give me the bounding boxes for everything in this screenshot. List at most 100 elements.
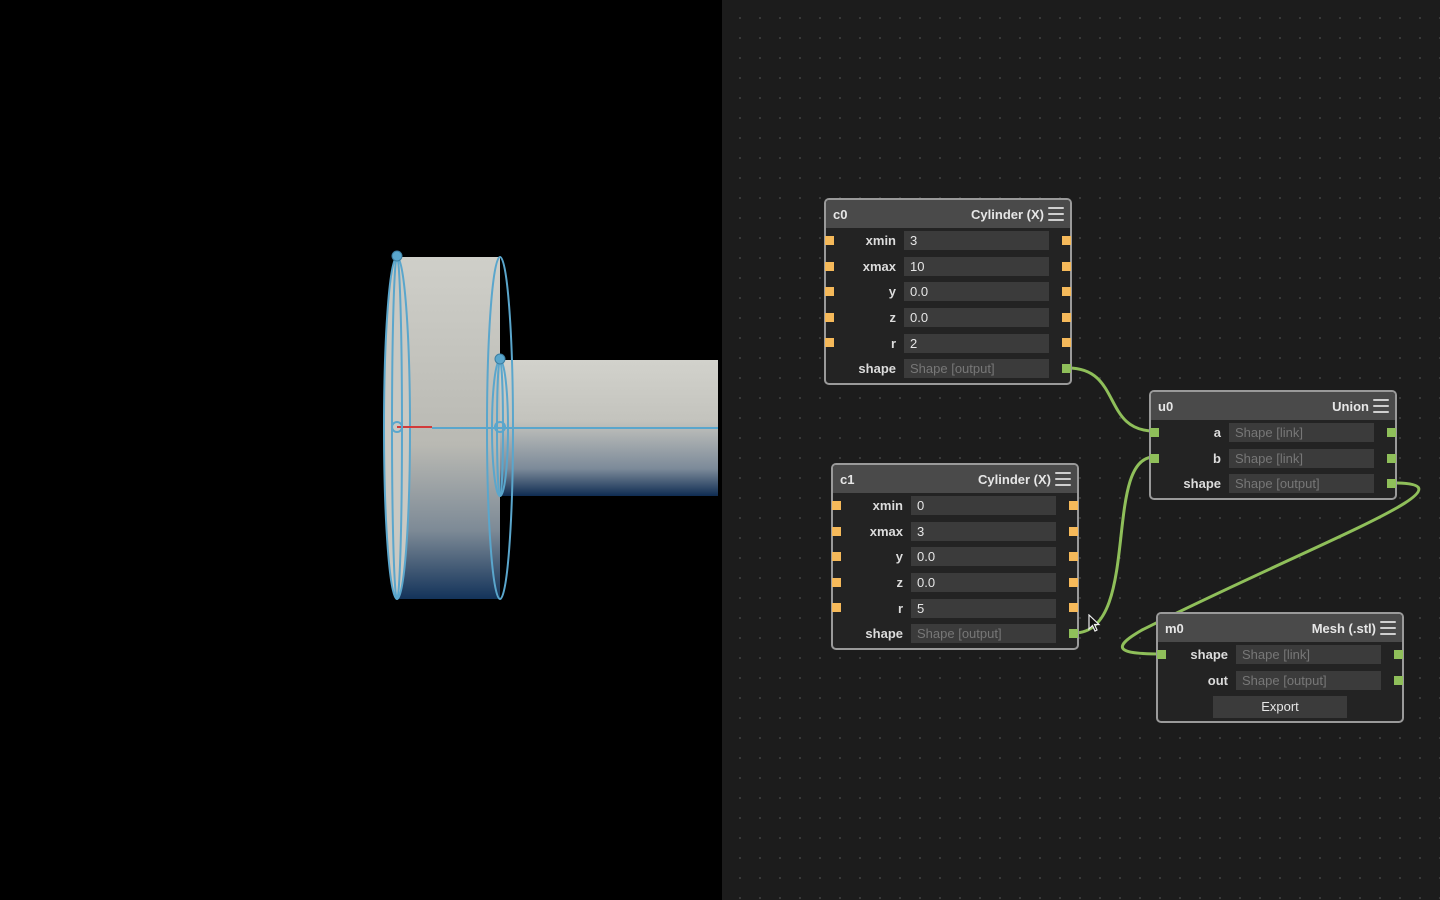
param-value-field[interactable]: 3 [904, 231, 1049, 251]
export-row: Export [1158, 693, 1402, 720]
param-row-a: a Shape [link] [1150, 420, 1396, 446]
input-port[interactable] [832, 603, 841, 613]
output-port[interactable] [1062, 261, 1071, 271]
shape-input-port[interactable] [1150, 453, 1159, 463]
param-row-shape: shape Shape [output] [833, 621, 1078, 647]
input-port[interactable] [825, 261, 834, 271]
shape-output-field: Shape [output] [911, 624, 1056, 644]
node-type: Cylinder (X) [971, 206, 1044, 222]
param-value-field[interactable]: 0.0 [911, 547, 1056, 567]
mouse-pointer-icon [1088, 614, 1101, 632]
param-label: xmax [869, 523, 903, 539]
param-row-xmin: xmin 3 [825, 228, 1071, 254]
shape-output-port[interactable] [1387, 428, 1396, 437]
shape-output-port[interactable] [1387, 479, 1396, 489]
output-port[interactable] [1069, 552, 1078, 562]
shape-link-field: Shape [link] [1229, 423, 1374, 443]
shape-input-port[interactable] [1157, 650, 1166, 659]
output-port[interactable] [1062, 338, 1071, 348]
param-value-field[interactable]: 3 [911, 521, 1056, 541]
output-port[interactable] [1062, 287, 1071, 297]
node-c0[interactable]: c0 Cylinder (X) xmin 3 xmax 10 y 0.0 [824, 198, 1072, 385]
node-header[interactable]: u0 Union [1151, 392, 1395, 420]
menu-icon[interactable] [1373, 399, 1389, 413]
radius-handle-large[interactable] [391, 250, 403, 262]
radius-handle-small[interactable] [494, 353, 506, 365]
param-value-field[interactable]: 0.0 [904, 282, 1049, 302]
input-port[interactable] [832, 526, 841, 536]
param-value-field[interactable]: 0.0 [904, 308, 1049, 328]
shape-input-port[interactable] [1150, 428, 1159, 437]
param-row-shape: shape Shape [output] [826, 356, 1071, 382]
param-value-field[interactable]: 10 [904, 256, 1049, 276]
param-row-r: r 5 [832, 595, 1078, 621]
wire-c0-shape-to-u0-a [1067, 366, 1155, 433]
shape-output-port[interactable] [1394, 650, 1403, 659]
input-port[interactable] [832, 577, 841, 587]
node-header[interactable]: m0 Mesh (.stl) [1158, 614, 1402, 642]
param-value-field[interactable]: 2 [904, 333, 1049, 353]
param-row-shape: shape Shape [output] [1151, 471, 1396, 497]
node-header[interactable]: c1 Cylinder (X) [833, 465, 1077, 493]
output-port[interactable] [1069, 603, 1078, 613]
output-port[interactable] [1069, 577, 1078, 587]
param-row-out: out Shape [output] [1158, 668, 1403, 694]
output-port[interactable] [1062, 312, 1071, 322]
param-label: shape [865, 626, 903, 642]
node-type: Cylinder (X) [978, 471, 1051, 487]
menu-icon[interactable] [1048, 207, 1064, 221]
param-value-field[interactable]: 0 [911, 496, 1056, 516]
node-header[interactable]: c0 Cylinder (X) [826, 200, 1070, 228]
param-label: shape [1190, 647, 1228, 663]
param-label: shape [858, 361, 896, 377]
input-port[interactable] [825, 312, 834, 322]
shape-output-field: Shape [output] [904, 359, 1049, 379]
input-port[interactable] [825, 236, 834, 245]
param-row-y: y 0.0 [832, 544, 1078, 570]
shape-output-field: Shape [output] [1229, 474, 1374, 494]
node-m0[interactable]: m0 Mesh (.stl) shape Shape [link] out Sh… [1156, 612, 1404, 724]
param-row-z: z 0.0 [825, 305, 1071, 331]
param-row-r: r 2 [825, 330, 1071, 356]
input-port[interactable] [825, 338, 834, 348]
origin-handle-small[interactable] [494, 421, 506, 433]
shape-output-port[interactable] [1394, 675, 1403, 685]
menu-icon[interactable] [1380, 621, 1396, 635]
input-port[interactable] [832, 552, 841, 562]
shape-output-field: Shape [output] [1236, 670, 1381, 690]
param-value-field[interactable]: 5 [911, 598, 1056, 618]
param-row-z: z 0.0 [832, 570, 1078, 596]
output-port[interactable] [1069, 526, 1078, 536]
node-id: m0 [1165, 620, 1184, 636]
origin-handle-large[interactable] [391, 421, 403, 433]
viewport-render [383, 250, 718, 600]
export-button[interactable]: Export [1213, 695, 1347, 718]
node-u0[interactable]: u0 Union a Shape [link] b Shape [link] s… [1149, 390, 1397, 500]
param-row-xmax: xmax 3 [832, 519, 1078, 545]
param-label: b [1213, 450, 1221, 466]
param-label: y [895, 549, 903, 565]
param-label: r [897, 600, 903, 616]
wire-c1-shape-to-u0-b [1073, 455, 1155, 635]
shape-output-port[interactable] [1069, 628, 1078, 638]
node-graph-canvas[interactable]: c0 Cylinder (X) xmin 3 xmax 10 y 0.0 [722, 0, 1440, 900]
param-label: a [1213, 425, 1221, 441]
shape-output-port[interactable] [1387, 453, 1396, 463]
input-port[interactable] [832, 501, 841, 510]
shape-output-port[interactable] [1062, 363, 1071, 373]
param-label: out [1207, 672, 1228, 688]
node-c1[interactable]: c1 Cylinder (X) xmin 0 xmax 3 y 0.0 [831, 463, 1079, 650]
output-port[interactable] [1069, 501, 1078, 510]
param-value-field[interactable]: 0.0 [911, 573, 1056, 593]
output-port[interactable] [1062, 236, 1071, 245]
node-id: c0 [833, 206, 848, 222]
param-label: z [889, 310, 897, 326]
menu-icon[interactable] [1055, 472, 1071, 486]
param-label: xmax [862, 258, 896, 274]
3d-viewport[interactable] [0, 0, 722, 900]
node-id: c1 [840, 471, 855, 487]
input-port[interactable] [825, 287, 834, 297]
param-label: r [890, 335, 896, 351]
param-label: xmin [872, 498, 903, 514]
shape-link-field: Shape [link] [1236, 645, 1381, 665]
